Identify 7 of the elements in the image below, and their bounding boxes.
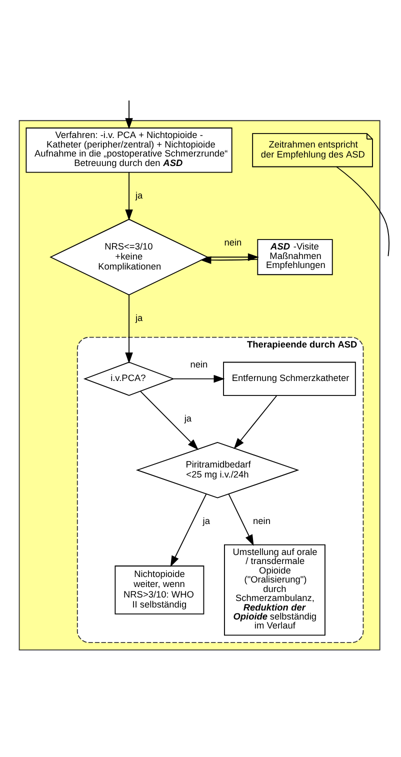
- edge-label: nein: [224, 238, 242, 248]
- edge-label: ja: [135, 313, 143, 324]
- edge-label: nein: [190, 359, 208, 370]
- edge-label: ja: [135, 190, 143, 201]
- edge-label: nein: [253, 516, 270, 526]
- edge-label: ja: [202, 516, 210, 526]
- edge-label: ja: [184, 414, 192, 424]
